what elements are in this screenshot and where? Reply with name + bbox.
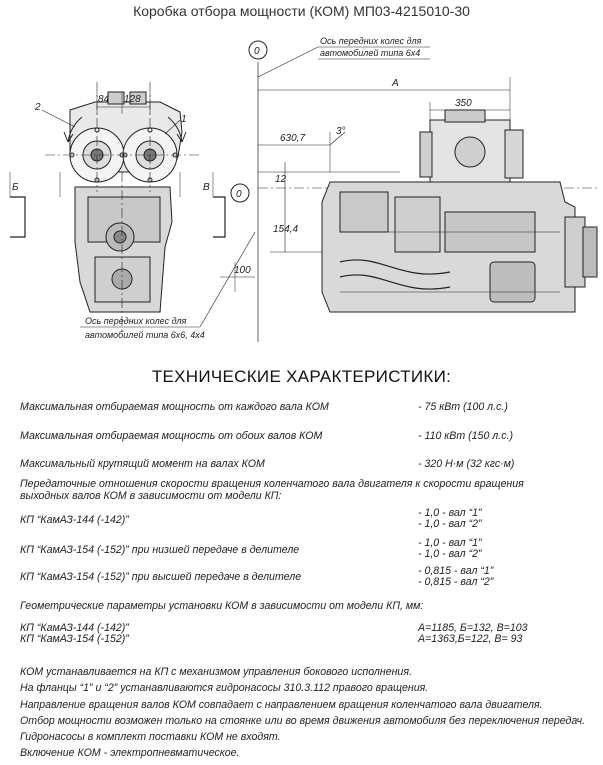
power-both-value: - 110 кВт (150 л.с.) <box>418 430 513 442</box>
note-line: Включение КОМ - электропневматическое. <box>20 747 240 760</box>
geom-model: КП “КамАЗ-144 (-142)” <box>20 622 129 634</box>
power-each-value: - 75 кВт (100 л.с.) <box>418 401 508 413</box>
note-line: Отбор мощности возможен только на стоянк… <box>20 714 586 727</box>
axis-top-line1: Ось передних колес для <box>320 36 422 46</box>
ratio-value-line2: - 0,815 - вал “2” <box>418 576 494 588</box>
dim-v: В <box>203 182 210 193</box>
ratio-value-line2: - 1,0 - вал “2” <box>418 518 482 530</box>
dim-154: 154,4 <box>273 224 298 235</box>
power-both-label: Максимальная отбираемая мощность от обои… <box>20 430 323 442</box>
ratio-value-line1: - 1,0 - вал “1” <box>418 537 482 549</box>
dim-12: 12 <box>275 174 287 185</box>
dim-630: 630,7 <box>280 133 305 144</box>
dim-84: 84 <box>98 94 110 105</box>
note-line: Гидронасосы в комплект поставки КОМ не в… <box>20 731 281 744</box>
pto-front-view <box>9 82 256 332</box>
torque-label: Максимальный крутящий момент на валах КО… <box>20 458 265 470</box>
geom-value: А=1363,Б=122, В= 93 <box>418 633 523 645</box>
dim-128: 128 <box>124 94 141 105</box>
ratio-intro-line1: Передаточные отношения скорости вращения… <box>20 478 524 490</box>
flange-label-1: 1 <box>181 114 187 125</box>
pto-side-view <box>257 46 600 342</box>
ratio-value-line1: - 1,0 - вал “1” <box>418 507 482 519</box>
geom-value: А=1185, Б=132, В=103 <box>418 622 528 634</box>
page-title: Коробка отбора мощности (КОМ) МП03-42150… <box>133 3 470 19</box>
geom-model: КП “КамАЗ-154 (-152)” <box>20 633 129 645</box>
zero-marker-mid: 0 <box>236 189 242 200</box>
axis-bottom-line1: Ось передних колес для <box>85 316 187 326</box>
zero-marker-top: 0 <box>254 46 260 57</box>
ratio-value-line1: - 0,815 - вал “1” <box>418 565 494 577</box>
axis-bottom-line2: автомобилей типа 6х6, 4х4 <box>85 330 205 340</box>
torque-value: - 320 Н·м (32 кгс·м) <box>418 458 515 470</box>
dim-350: 350 <box>455 98 472 109</box>
notes-block: КОМ устанавливается на КП с механизмом у… <box>20 664 595 762</box>
axis-top-line2: автомобилей типа 6х4 <box>320 48 420 58</box>
note-line: Направление вращения валов КОМ совпадает… <box>20 698 543 711</box>
ratio-value-line2: - 1,0 - вал “2” <box>418 548 482 560</box>
ratio-model: КП “КамАЗ-144 (-142)” <box>20 514 129 526</box>
dim-100: 100 <box>234 265 251 276</box>
flange-label-2: 2 <box>34 102 41 113</box>
ratio-intro-line2: выходных валов КОМ в зависимости от моде… <box>20 490 282 502</box>
dim-3deg: 3° <box>336 126 346 137</box>
ratio-model: КП “КамАЗ-154 (-152)” при высшей передач… <box>20 571 302 583</box>
technical-drawing: 84 128 2 1 Б В 100 350 630,7 3° 12 154,4… <box>9 36 600 342</box>
note-line: На фланцы “1” и “2” устанавливаются гидр… <box>20 682 429 695</box>
note-line: КОМ устанавливается на КП с механизмом у… <box>20 666 412 678</box>
geom-intro: Геометрические параметры установки КОМ в… <box>20 600 424 612</box>
ratio-model: КП “КамАЗ-154 (-152)” при низшей передач… <box>20 544 300 556</box>
specs-heading: ТЕХНИЧЕСКИЕ ХАРАКТЕРИСТИКИ: <box>151 367 452 386</box>
dim-a: А <box>391 78 399 89</box>
dim-b: Б <box>12 182 19 193</box>
power-each-label: Максимальная отбираемая мощность от кажд… <box>20 401 329 413</box>
